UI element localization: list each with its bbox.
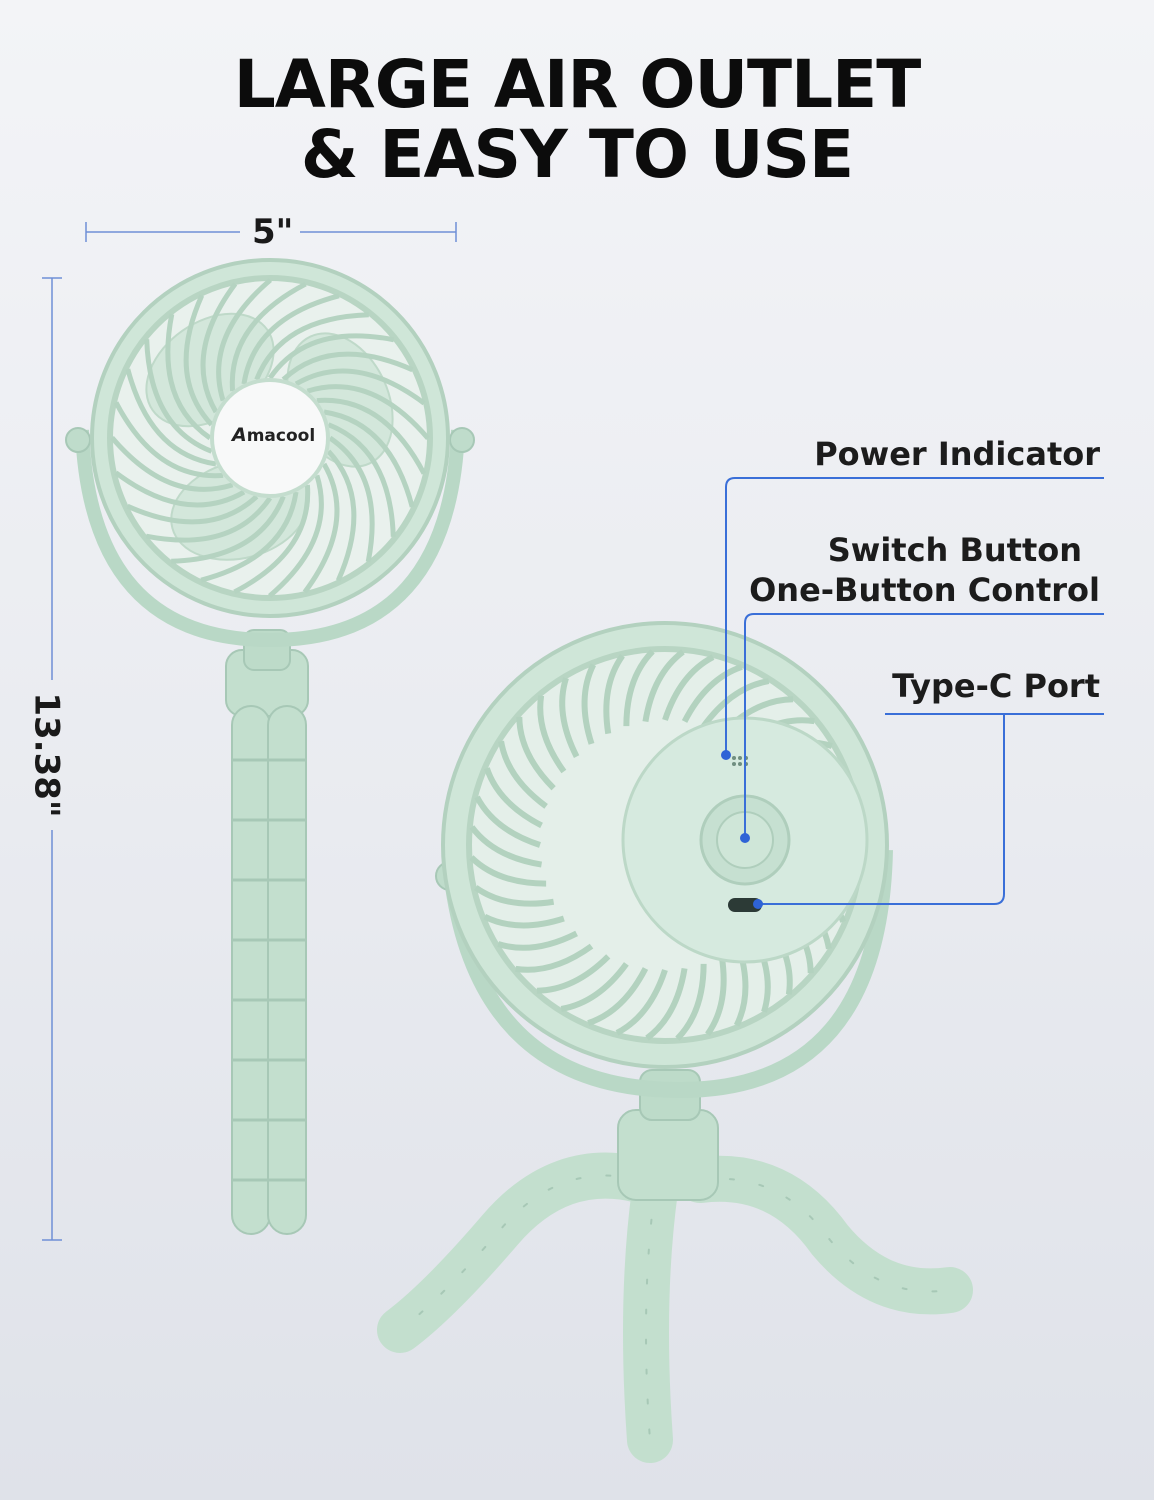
callout-lines: [725, 477, 1104, 905]
height-dimension-line: [42, 277, 62, 1241]
headline-line-1: LARGE AIR OUTLET: [233, 46, 922, 123]
callout-power-indicator: Power Indicator: [814, 435, 1100, 473]
width-dimension-label: 5": [252, 212, 294, 252]
tripod-legs-folded: [225, 649, 309, 1235]
callout-one-button-control: One-Button Control: [749, 571, 1100, 609]
height-dimension-label: 13.38": [26, 692, 67, 818]
back-view-fan: [377, 621, 973, 1463]
brand-logo-mark: A: [232, 424, 247, 446]
width-dimension-line: [85, 222, 457, 242]
front-view-fan: [65, 258, 475, 1235]
brand-logo: Amacool: [232, 424, 316, 446]
headline-line-2: & EASY TO USE: [300, 116, 854, 193]
tripod-legs-spread: [377, 1152, 973, 1463]
callout-type-c-port: Type-C Port: [892, 667, 1100, 705]
callout-switch-button: Switch Button: [827, 531, 1082, 569]
callout-dots: [721, 750, 763, 909]
